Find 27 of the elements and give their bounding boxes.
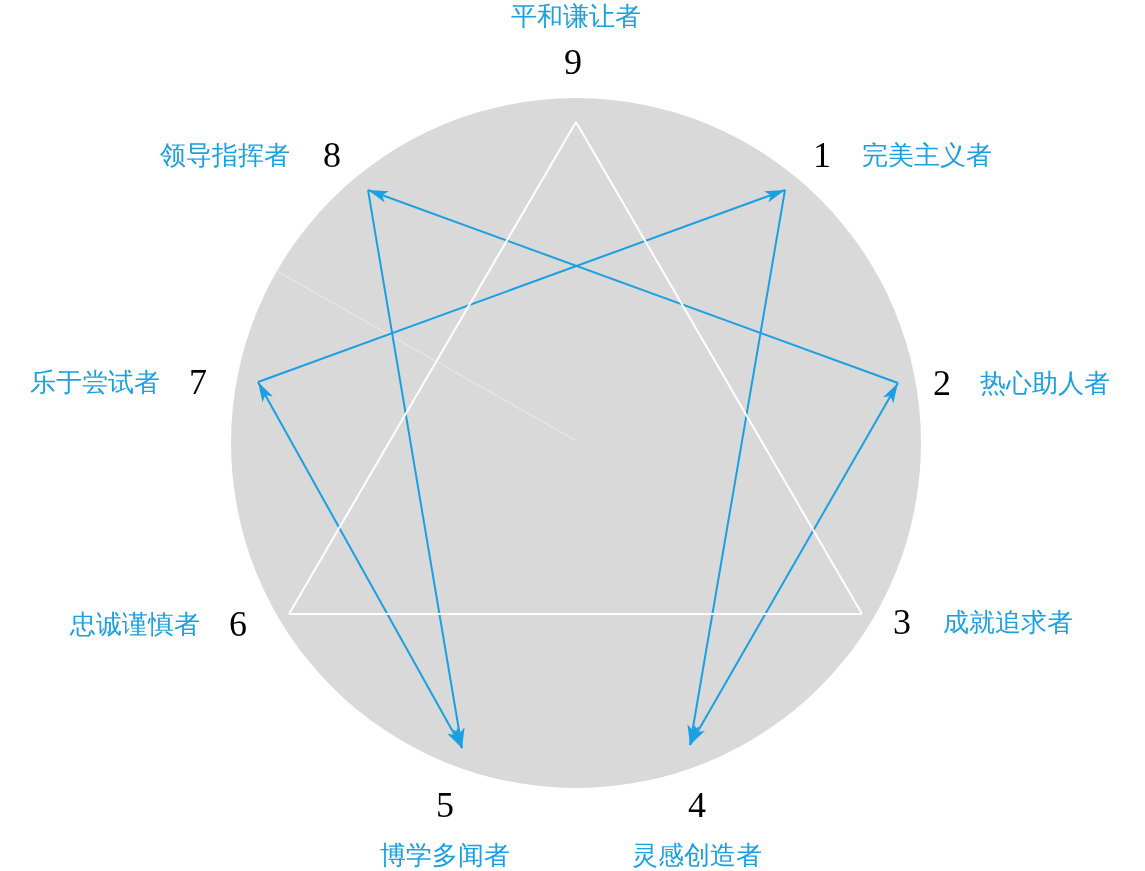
- point-number: 3: [893, 604, 911, 640]
- triangle-line: [288, 121, 577, 615]
- triangle-line: [288, 613, 863, 615]
- type-label: 成就追求者: [943, 607, 1073, 637]
- point-number: 6: [229, 606, 247, 642]
- type-label: 领导指挥者: [160, 140, 290, 170]
- arrow: [367, 189, 465, 749]
- triangle-line: [575, 121, 863, 615]
- point-number: 5: [436, 787, 454, 823]
- type-label: 平和谦让者: [511, 1, 641, 31]
- point-number: 8: [323, 137, 341, 173]
- arrow: [687, 189, 786, 746]
- point-number: 4: [688, 787, 706, 823]
- type-label: 热心助人者: [980, 368, 1110, 398]
- arrow: [689, 382, 899, 746]
- arrow: [257, 381, 463, 749]
- type-label: 博学多闻者: [380, 840, 510, 870]
- point-number: 7: [189, 364, 207, 400]
- point-number: 1: [813, 137, 831, 173]
- type-label: 灵感创造者: [632, 840, 762, 870]
- type-label: 完美主义者: [862, 140, 992, 170]
- point-number: 2: [933, 365, 951, 401]
- arrow: [367, 189, 899, 384]
- arrow: [257, 189, 786, 383]
- type-label: 乐于尝试者: [30, 367, 160, 397]
- type-label: 忠诚谨慎者: [70, 609, 200, 639]
- point-number: 9: [564, 44, 582, 80]
